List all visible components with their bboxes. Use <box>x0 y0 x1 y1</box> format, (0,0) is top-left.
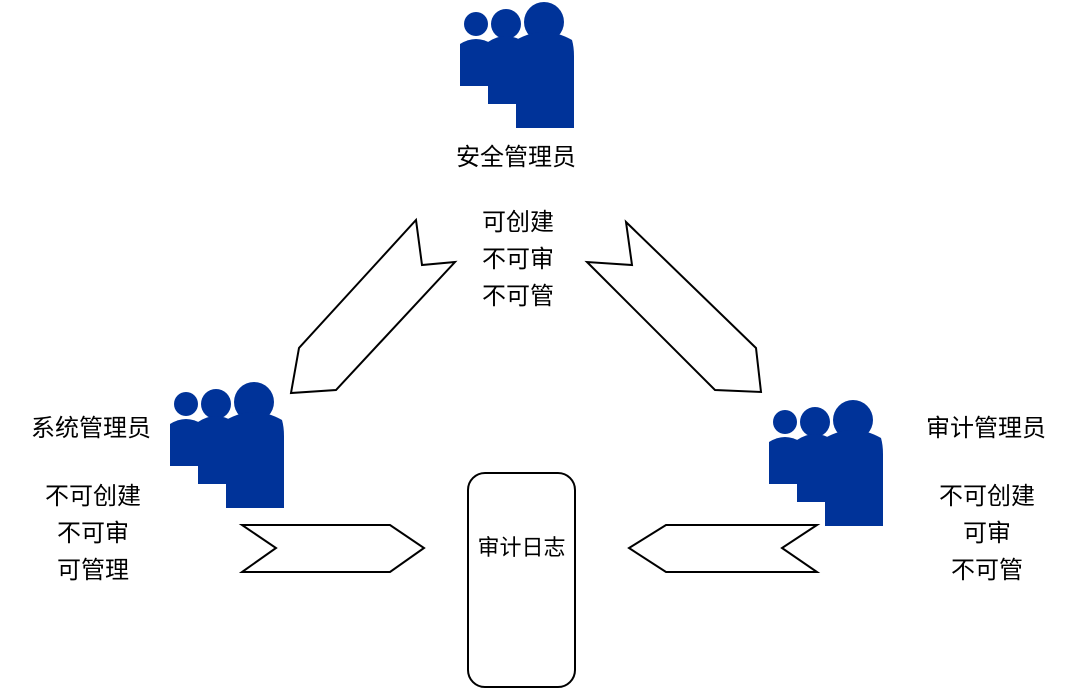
audit-log-box: 审计日志 <box>467 472 576 688</box>
audit-admin-permission-1: 不可创建 <box>939 482 1035 510</box>
system-to-log-arrow <box>238 524 426 573</box>
system-admin-permission-1: 不可创建 <box>45 482 141 510</box>
audit-admin-permission-3: 不可管 <box>951 556 1023 584</box>
audit-admin-title: 审计管理员 <box>926 414 1046 442</box>
system-admin-users-icon <box>170 382 284 508</box>
security-admin-permission-2: 不可审 <box>482 245 554 273</box>
security-admin-users-icon <box>460 2 574 128</box>
security-to-system-arrow <box>289 217 458 395</box>
security-admin-permission-1: 可创建 <box>482 208 554 236</box>
system-admin-permissions: 不可创建 不可审 可管理 <box>28 478 158 589</box>
audit-admin-permissions: 不可创建 可审 不可管 <box>922 478 1052 589</box>
audit-admin-permission-2: 可审 <box>963 519 1011 547</box>
security-to-audit-arrow <box>584 219 763 394</box>
system-admin-permission-2: 不可审 <box>57 519 129 547</box>
system-admin-permission-3: 可管理 <box>57 556 129 584</box>
audit-log-label: 审计日志 <box>477 536 566 561</box>
security-admin-title: 安全管理员 <box>456 143 576 171</box>
system-admin-title: 系统管理员 <box>31 414 151 442</box>
audit-to-log-arrow <box>627 524 821 573</box>
security-admin-permissions: 可创建 不可审 不可管 <box>458 204 578 315</box>
security-admin-permission-3: 不可管 <box>482 282 554 310</box>
audit-admin-users-icon <box>769 400 883 526</box>
